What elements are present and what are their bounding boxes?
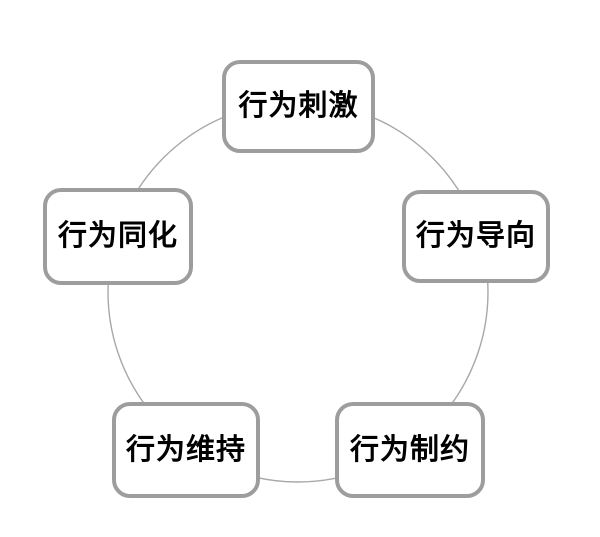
node-behavior-stimulus: 行为刺激	[222, 60, 375, 153]
node-label: 行为同化	[57, 220, 178, 252]
node-label: 行为制约	[349, 433, 470, 466]
node-behavior-assimilation: 行为同化	[43, 188, 193, 285]
node-behavior-constraint: 行为制约	[335, 402, 485, 498]
node-label: 行为刺激	[238, 90, 359, 122]
node-label: 行为维持	[125, 433, 246, 466]
node-behavior-orientation: 行为导向	[402, 190, 550, 283]
node-label: 行为导向	[415, 220, 536, 252]
node-behavior-maintenance: 行为维持	[112, 402, 260, 498]
